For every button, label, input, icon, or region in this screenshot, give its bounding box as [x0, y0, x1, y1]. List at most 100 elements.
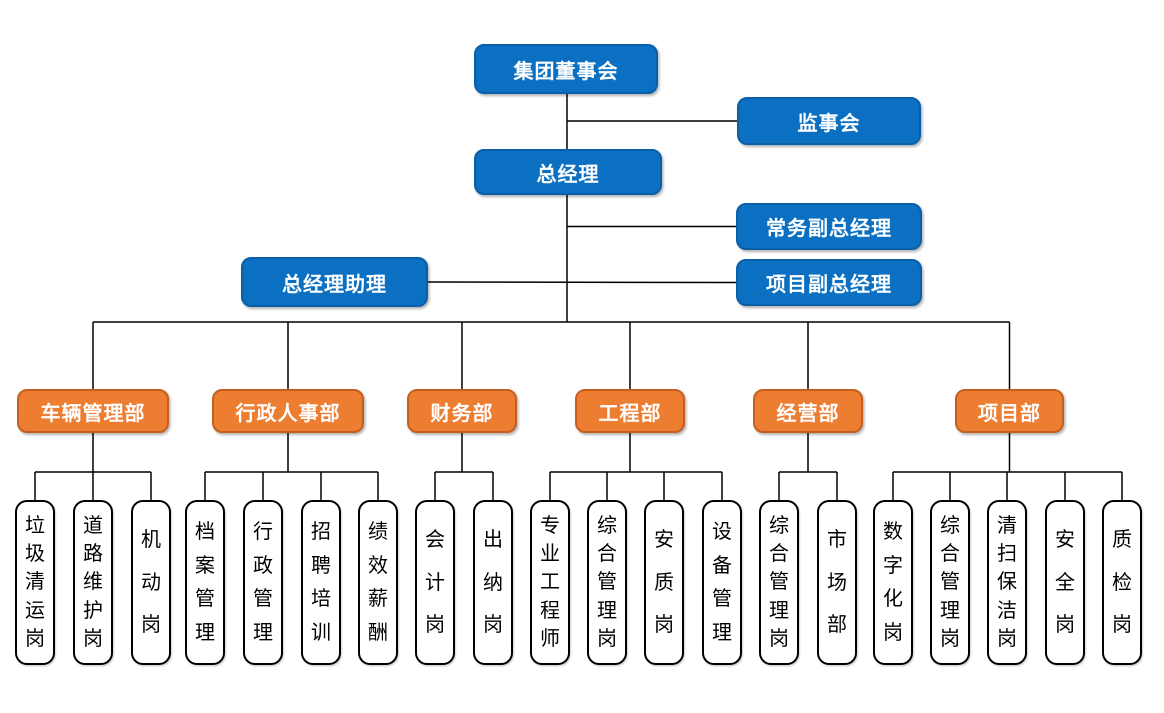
position-label-char: 岗 — [83, 627, 103, 650]
position-label-char: 政 — [253, 554, 273, 577]
position-label-char: 培 — [311, 588, 331, 611]
position-label-char: 质 — [654, 571, 674, 594]
position-label-char: 训 — [311, 622, 331, 645]
position-label-char: 酬 — [368, 622, 388, 645]
position-label-char: 业 — [540, 543, 560, 566]
position-node-hr-2: 招聘培训 — [301, 500, 341, 665]
position-label-char: 聘 — [311, 554, 331, 577]
position-label-char: 合 — [769, 543, 789, 566]
position-label-char: 保 — [997, 571, 1017, 594]
position-label-char: 出 — [483, 529, 503, 552]
position-label-char: 招 — [311, 520, 331, 543]
position-node-finance-0: 会计岗 — [415, 500, 455, 665]
position-node-hr-1: 行政管理 — [243, 500, 283, 665]
position-label-char: 清 — [25, 571, 45, 594]
position-node-engineering-2: 安质岗 — [644, 500, 684, 665]
position-label-char: 部 — [827, 613, 847, 636]
position-label-char: 设 — [712, 520, 732, 543]
exec-node-label: 监事会 — [797, 112, 861, 135]
position-node-engineering-1: 综合管理岗 — [587, 500, 627, 665]
position-label-char: 全 — [1055, 571, 1075, 594]
position-label-char: 岗 — [25, 627, 45, 650]
position-node-operations-1: 市场部 — [817, 500, 857, 665]
position-label-char: 综 — [940, 515, 960, 538]
position-label-char: 动 — [141, 571, 161, 594]
position-node-project-4: 质检岗 — [1102, 500, 1142, 665]
position-label-char: 护 — [83, 599, 103, 622]
exec-node-gm: 总经理 — [474, 149, 662, 195]
position-label-char: 会 — [425, 529, 445, 552]
dept-node-vehicle: 车辆管理部 — [17, 389, 169, 433]
position-label-char: 岗 — [769, 627, 789, 650]
position-node-vehicle-1: 道路维护岗 — [73, 500, 113, 665]
position-label-char: 管 — [597, 571, 617, 594]
position-label-char: 理 — [253, 622, 273, 645]
dept-node-label: 财务部 — [430, 402, 494, 425]
position-label-char: 岗 — [654, 613, 674, 636]
position-label-char: 计 — [425, 571, 445, 594]
position-node-engineering-0: 专业工程师 — [530, 500, 570, 665]
position-node-engineering-3: 设备管理 — [702, 500, 742, 665]
connector-line — [427, 281, 737, 284]
exec-node-label: 总经理 — [536, 163, 600, 186]
position-label-char: 合 — [597, 543, 617, 566]
position-label-char: 薪 — [368, 588, 388, 611]
dept-node-label: 项目部 — [978, 402, 1041, 425]
position-label-char: 理 — [940, 599, 960, 622]
position-label-char: 专 — [540, 515, 560, 538]
exec-node-label: 项目副总经理 — [766, 274, 892, 296]
position-node-finance-1: 出纳岗 — [473, 500, 513, 665]
exec-node-assistant: 总经理助理 — [241, 257, 428, 307]
position-label-char: 质 — [1112, 529, 1132, 552]
position-label-char: 行 — [253, 520, 273, 543]
position-label-char: 档 — [195, 520, 215, 543]
position-label-char: 检 — [1112, 571, 1132, 594]
position-label-char: 综 — [769, 515, 789, 538]
dept-node-operations: 经营部 — [753, 389, 863, 433]
position-label-char: 案 — [195, 554, 215, 577]
position-node-operations-0: 综合管理岗 — [759, 500, 799, 665]
position-label-char: 管 — [769, 571, 789, 594]
position-label-char: 备 — [712, 554, 732, 577]
position-label-char: 纳 — [483, 571, 503, 594]
position-label-char: 综 — [597, 515, 617, 538]
position-node-project-0: 数字化岗 — [873, 500, 913, 665]
position-label-char: 程 — [540, 599, 560, 622]
position-node-project-1: 综合管理岗 — [930, 500, 970, 665]
position-label-char: 数 — [883, 520, 903, 543]
exec-node-board: 集团董事会 — [474, 44, 658, 94]
position-label-char: 合 — [940, 543, 960, 566]
position-label-char: 清 — [997, 515, 1017, 538]
dept-node-finance: 财务部 — [407, 389, 517, 433]
position-label-char: 管 — [712, 588, 732, 611]
position-label-char: 岗 — [883, 622, 903, 645]
position-label-char: 路 — [83, 543, 103, 566]
position-label-char: 化 — [883, 588, 903, 611]
dept-node-label: 行政人事部 — [235, 402, 341, 425]
exec-node-label: 常务副总经理 — [766, 218, 892, 240]
exec-node-supervisory: 监事会 — [737, 97, 921, 145]
exec-node-project-vp: 项目副总经理 — [736, 259, 922, 306]
position-label-char: 圾 — [25, 543, 45, 566]
position-label-char: 岗 — [597, 627, 617, 650]
position-label-char: 岗 — [141, 613, 161, 636]
position-label-char: 绩 — [368, 520, 388, 543]
position-label-char: 岗 — [483, 613, 503, 636]
position-node-vehicle-0: 垃圾清运岗 — [15, 500, 55, 665]
position-label-char: 管 — [253, 588, 273, 611]
position-label-char: 岗 — [425, 613, 445, 636]
position-label-char: 工 — [540, 571, 560, 594]
exec-node-exec-vp: 常务副总经理 — [736, 203, 922, 250]
position-label-char: 洁 — [997, 599, 1017, 622]
position-label-char: 安 — [654, 529, 674, 552]
dept-node-label: 车辆管理部 — [40, 402, 146, 425]
position-node-project-3: 安全岗 — [1045, 500, 1085, 665]
dept-node-label: 工程部 — [598, 402, 662, 425]
position-label-char: 场 — [827, 571, 847, 594]
position-label-char: 管 — [195, 588, 215, 611]
position-label-char: 运 — [25, 599, 45, 622]
position-label-char: 理 — [597, 599, 617, 622]
position-label-char: 管 — [940, 571, 960, 594]
position-label-char: 字 — [883, 554, 903, 577]
